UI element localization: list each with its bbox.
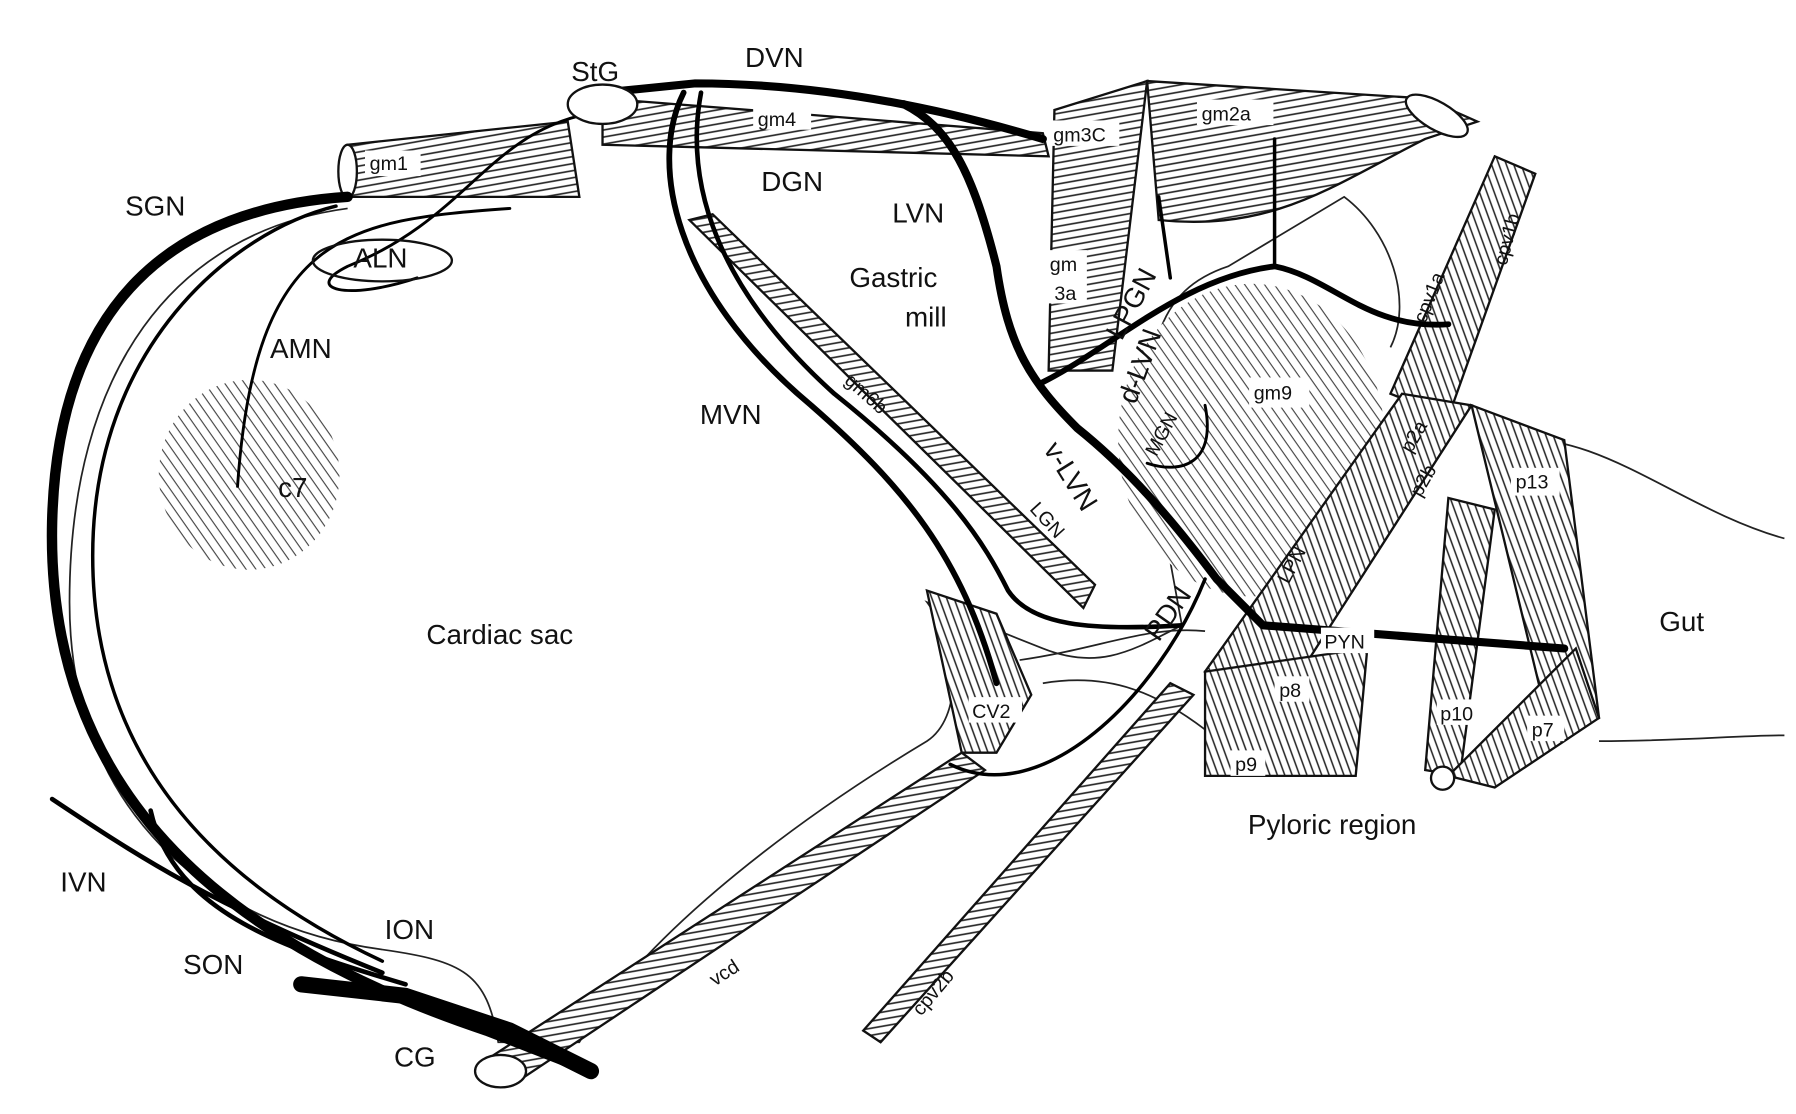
label-gm4: gm4 (758, 109, 796, 131)
label-lvn: LVN (892, 197, 944, 228)
label-p7: p7 (1532, 719, 1554, 741)
gm6b-muscle (687, 212, 1097, 610)
p7-muscle (1446, 646, 1601, 789)
label-p10: p10 (1440, 703, 1473, 725)
label-dgn: DGN (761, 166, 823, 197)
label-mill: mill (905, 302, 947, 333)
cpv1-muscle (1388, 154, 1537, 419)
label-p8: p8 (1279, 680, 1301, 702)
label-gm1: gm1 (370, 153, 408, 175)
label-gm3c: gm3C (1053, 124, 1106, 146)
label-vcd: vcd (706, 956, 744, 991)
label-stg: StG (571, 56, 619, 87)
label-gm9: gm9 (1254, 383, 1292, 405)
label-amn: AMN (270, 333, 332, 364)
aln-loop (311, 238, 454, 283)
label-gm2a: gm2a (1202, 103, 1251, 125)
label-pyn: PYN (1324, 631, 1364, 653)
label-pyloric-region: Pyloric region (1248, 809, 1416, 840)
cv2-muscle (925, 588, 1033, 754)
label-son: SON (183, 949, 243, 980)
p8-p9-muscle (1203, 647, 1369, 778)
cpv2b-muscle (861, 681, 1196, 1044)
label-dvn: DVN (745, 42, 804, 73)
label-p9: p9 (1235, 754, 1257, 776)
label-sgn: SGN (125, 190, 185, 221)
label-cardiac-sac: Cardiac sac (426, 619, 573, 650)
label-gm3a-line1: gm (1050, 254, 1077, 276)
label-c7: c7 (278, 472, 307, 503)
label-gastric: Gastric (849, 262, 937, 293)
label-cg: CG (394, 1042, 436, 1073)
label-gut: Gut (1659, 606, 1704, 637)
stg-ganglion (566, 83, 639, 126)
gm4-muscle (601, 97, 1051, 158)
label-mvn: MVN (700, 399, 762, 430)
label-ivn: IVN (60, 867, 106, 898)
vcd-muscle (484, 751, 987, 1085)
label-aln: ALN (353, 243, 407, 274)
c7-muscle (158, 379, 340, 570)
label-gm3a-line2: 3a (1054, 283, 1076, 305)
label-ion: ION (385, 914, 434, 945)
label-cv2: CV2 (972, 701, 1010, 723)
label-p13: p13 (1516, 472, 1549, 494)
nerves (46, 79, 1569, 1080)
